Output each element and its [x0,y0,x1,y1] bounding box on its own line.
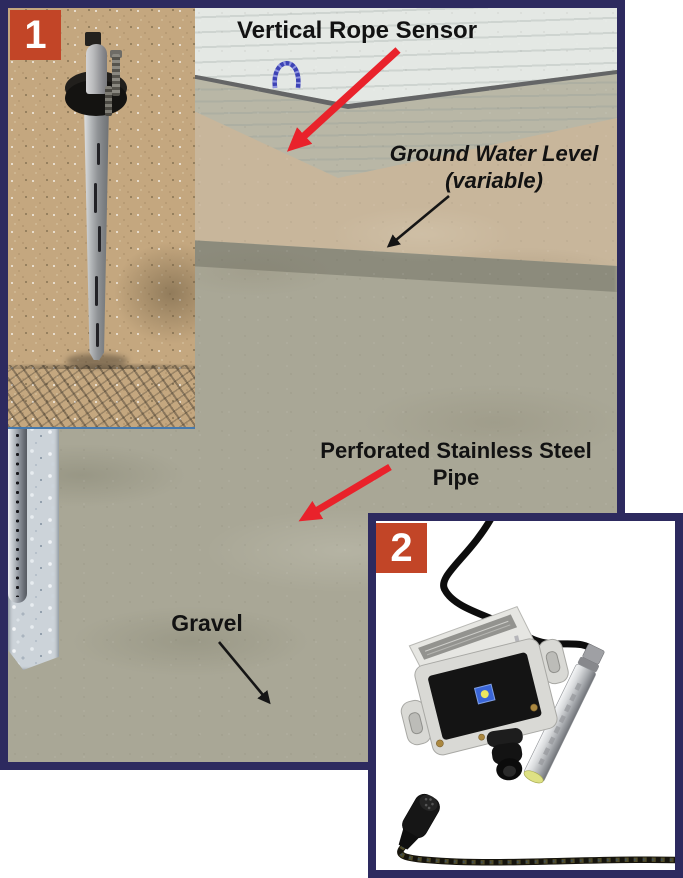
anchor-bolt [112,54,120,96]
sensor-probe [523,643,605,784]
label-perforated-pipe: Perforated Stainless Steel Pipe [320,438,592,490]
panel-number-1: 1 [10,10,61,60]
sensor-cable [440,521,599,656]
photo-shadow [115,243,195,343]
steel-pipe-photo [8,8,195,427]
anchor-bolt [105,86,112,116]
label-ground-water-level-line2: (variable) [445,167,543,193]
asphalt-seam [8,361,195,369]
sensor-kit-illustration [397,521,675,866]
label-ground-water-level-line1: Ground Water Level [389,141,599,166]
label-ground-water-level: Ground Water Level (variable) [374,141,614,195]
label-vertical-rope-sensor: Vertical Rope Sensor [236,17,478,44]
label-gravel: Gravel [171,610,243,636]
lid-label [418,614,518,660]
pipe-cap-photo [86,44,107,94]
main-diagram-panel: Vertical Rope Sensor Ground Water Level … [0,0,625,770]
inset-photo-2: 2 [368,513,683,878]
cable-connector [398,793,440,850]
inset-photo-1 [8,8,195,429]
asphalt-ground [8,365,195,427]
cable-gland [486,728,523,781]
panel-number-2: 2 [376,523,427,573]
junction-box [400,606,569,781]
